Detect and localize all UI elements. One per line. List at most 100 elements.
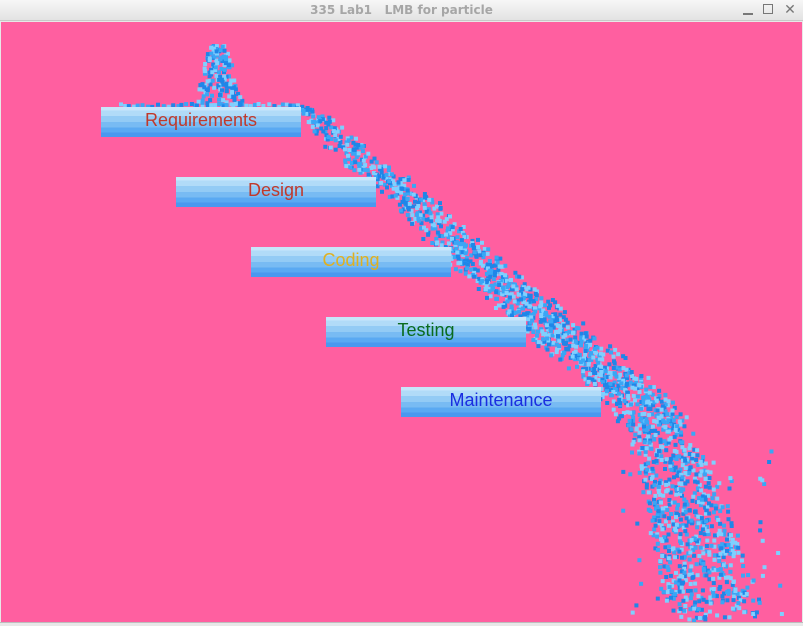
particle [704, 511, 708, 516]
particle [434, 218, 439, 223]
particle [646, 490, 651, 495]
particle [667, 477, 672, 482]
particle [593, 376, 598, 381]
particle [616, 383, 621, 388]
particle [708, 470, 713, 475]
particle [709, 587, 714, 592]
particle [726, 542, 731, 547]
particle [385, 185, 389, 190]
particle [540, 329, 545, 334]
particle [406, 207, 411, 212]
particle [209, 72, 214, 77]
particle [679, 614, 684, 619]
particle [731, 579, 736, 584]
particle [645, 467, 650, 472]
particle [644, 420, 649, 425]
particle [529, 312, 534, 317]
particle [202, 85, 207, 90]
particle [577, 352, 582, 357]
particle [472, 250, 477, 255]
particle [680, 555, 684, 560]
particle [698, 459, 703, 464]
particle [405, 212, 410, 217]
particle [742, 593, 747, 598]
particle [720, 505, 725, 510]
particle [711, 460, 716, 465]
particle [630, 374, 635, 378]
particle [699, 595, 704, 600]
stage-label-design: Design [247, 180, 305, 200]
particle [687, 572, 692, 577]
particle [657, 388, 662, 393]
particle [726, 588, 731, 593]
particle [498, 278, 503, 283]
particle [453, 267, 458, 272]
particle [481, 281, 486, 286]
particle [488, 274, 493, 279]
particle [493, 263, 498, 268]
particle [691, 548, 696, 553]
particle [727, 615, 732, 620]
particle [668, 464, 673, 469]
particle [410, 221, 415, 226]
particle [710, 496, 715, 501]
particle [641, 397, 646, 402]
particle [581, 321, 586, 326]
particle [685, 479, 690, 484]
particle [324, 133, 329, 138]
stage-label-testing: Testing [397, 320, 455, 340]
particle [405, 188, 410, 193]
particle [484, 271, 489, 276]
particle [544, 333, 549, 338]
particle [725, 598, 730, 603]
particle [677, 535, 682, 540]
particle [200, 101, 205, 106]
particle [659, 454, 664, 459]
particle [570, 354, 575, 359]
particle [546, 339, 551, 343]
particle [558, 324, 563, 329]
particle [446, 226, 450, 231]
particle [362, 167, 367, 172]
particle [326, 135, 331, 140]
particle [651, 434, 656, 439]
particle [639, 400, 644, 404]
particle [650, 424, 655, 429]
particle [522, 300, 526, 304]
minimize-button[interactable] [740, 2, 756, 18]
particle [672, 405, 677, 410]
particle [497, 283, 502, 287]
particle [760, 573, 765, 578]
particle [507, 281, 512, 286]
particle [556, 332, 561, 336]
particle [227, 74, 231, 79]
particle [612, 380, 617, 385]
maximize-button[interactable] [761, 2, 777, 18]
particle-stream [119, 44, 784, 622]
particle [214, 58, 219, 63]
particle [224, 55, 228, 60]
particle [558, 306, 563, 311]
particle [425, 209, 429, 214]
close-button[interactable]: ✕ [782, 2, 798, 18]
particle [696, 607, 701, 612]
particle [674, 522, 679, 527]
particle [571, 330, 576, 335]
particle [306, 112, 311, 117]
particle-canvas[interactable]: Requirements Design Coding Testing Maint… [1, 22, 802, 622]
particle [653, 546, 658, 551]
particle [600, 395, 605, 400]
particle [494, 290, 499, 295]
particle [566, 347, 571, 352]
particle [205, 103, 210, 108]
particle [688, 582, 693, 586]
particle [607, 362, 612, 367]
particle [676, 502, 680, 507]
particle [702, 468, 707, 473]
particle [692, 491, 697, 496]
particle [277, 104, 282, 109]
particle [609, 387, 613, 392]
particle [670, 583, 675, 588]
particle [211, 62, 216, 67]
particle [393, 193, 398, 198]
